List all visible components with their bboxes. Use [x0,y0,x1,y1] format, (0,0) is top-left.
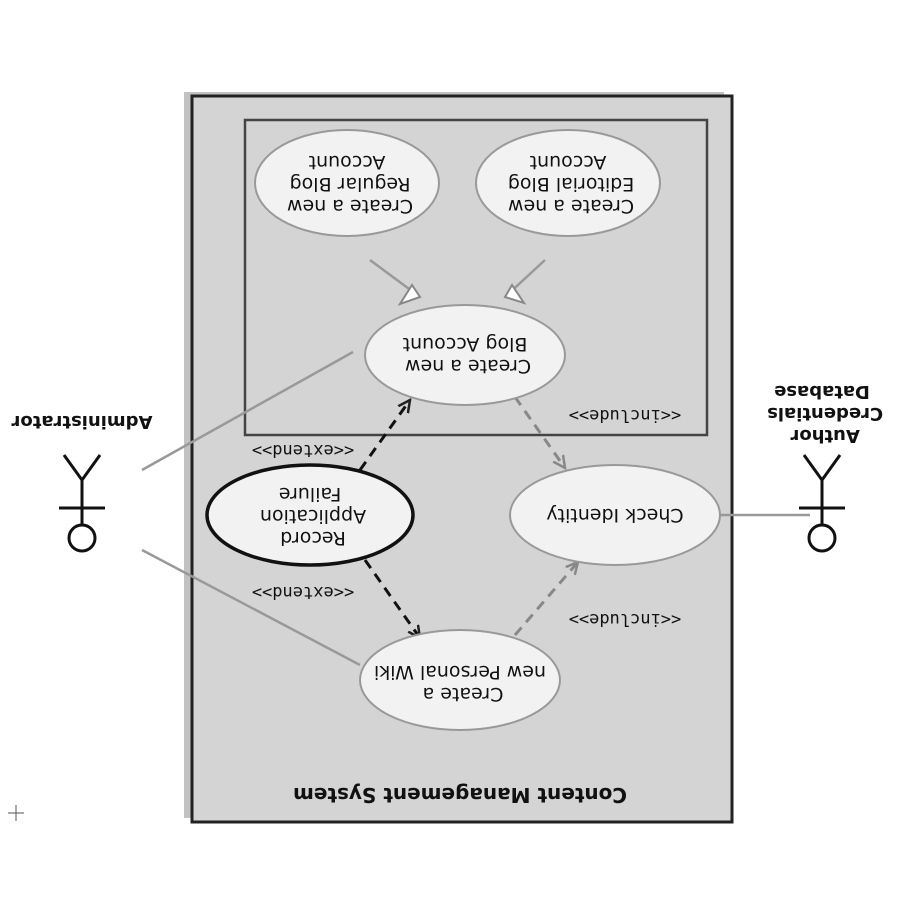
author-db-actor-icon [799,454,845,553]
diagram-content: Content Management System Create a new R… [11,92,883,824]
extend-bottom-label: <<extend>> [252,582,354,602]
extend-top-line [358,400,410,471]
personal-wiki-label: Create a new Personal Wiki [374,661,546,705]
use-case-record-failure [205,463,415,567]
administrator-label: Administrator [11,411,152,432]
record-failure-label: Record Application Failure [254,483,366,549]
blog-accounts-package [243,118,709,437]
use-case-regular-blog [254,129,440,237]
regular-generalization-arrowhead [397,283,422,306]
administrator-actor-icon [59,454,105,553]
blog-account-label: Create a new Blog Account [399,333,531,377]
extend-top-label: <<extend>> [252,440,354,460]
editorial-generalization-arrowhead [503,283,527,305]
use-case-personal-wiki [359,629,561,731]
admin-blog-association [141,350,354,472]
include-top-label: <<include>> [569,405,682,425]
include-top-line [513,396,565,468]
system-label: Content Management System [293,783,627,807]
use-case-editorial-blog [475,129,661,237]
include-bottom-label: <<include>> [569,609,682,629]
use-case-check-identity [509,464,721,566]
crosshair-cursor-icon [8,805,24,821]
check-identity-label: Check Identity [546,504,683,526]
admin-wiki-association [141,548,361,667]
editorial-blog-label: Create a new Editorial Blog Account [502,151,635,217]
author-db-label: Author Credentials Database [761,381,883,446]
regular-blog-label: Create a new Regular Blog Account [281,151,413,217]
use-case-blog-account [364,304,566,406]
